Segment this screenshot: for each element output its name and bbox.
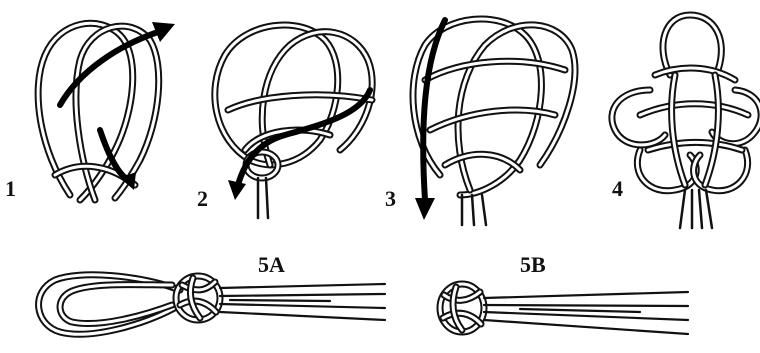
step-3-illustration: 3 <box>385 19 575 225</box>
5a-knot-body <box>176 276 220 320</box>
5b-knot-body <box>440 284 484 332</box>
step-2-arrowhead <box>228 180 246 200</box>
step-1-illustration: 1 <box>5 22 175 201</box>
finished-label-5b: 5B <box>520 252 546 277</box>
5a-cord-tails <box>220 284 385 320</box>
finished-knot-5a-illustration: 5A <box>39 252 385 334</box>
step-2-illustration: 2 <box>197 25 372 218</box>
step-4-illustration: 4 <box>612 15 760 228</box>
step-2-label: 2 <box>197 186 208 211</box>
step-4-label: 4 <box>612 176 623 201</box>
step-1-cord-loops <box>38 23 159 200</box>
step-3-label: 3 <box>385 186 396 211</box>
step-1-label: 1 <box>5 176 16 201</box>
step-4-knot <box>612 15 760 191</box>
step-2-cord-loops <box>215 25 372 178</box>
finished-knot-5b-illustration: 5B <box>440 252 688 334</box>
5b-cord-tails <box>484 292 688 334</box>
step-3-arrowhead <box>415 198 435 220</box>
finished-label-5a: 5A <box>258 252 285 277</box>
